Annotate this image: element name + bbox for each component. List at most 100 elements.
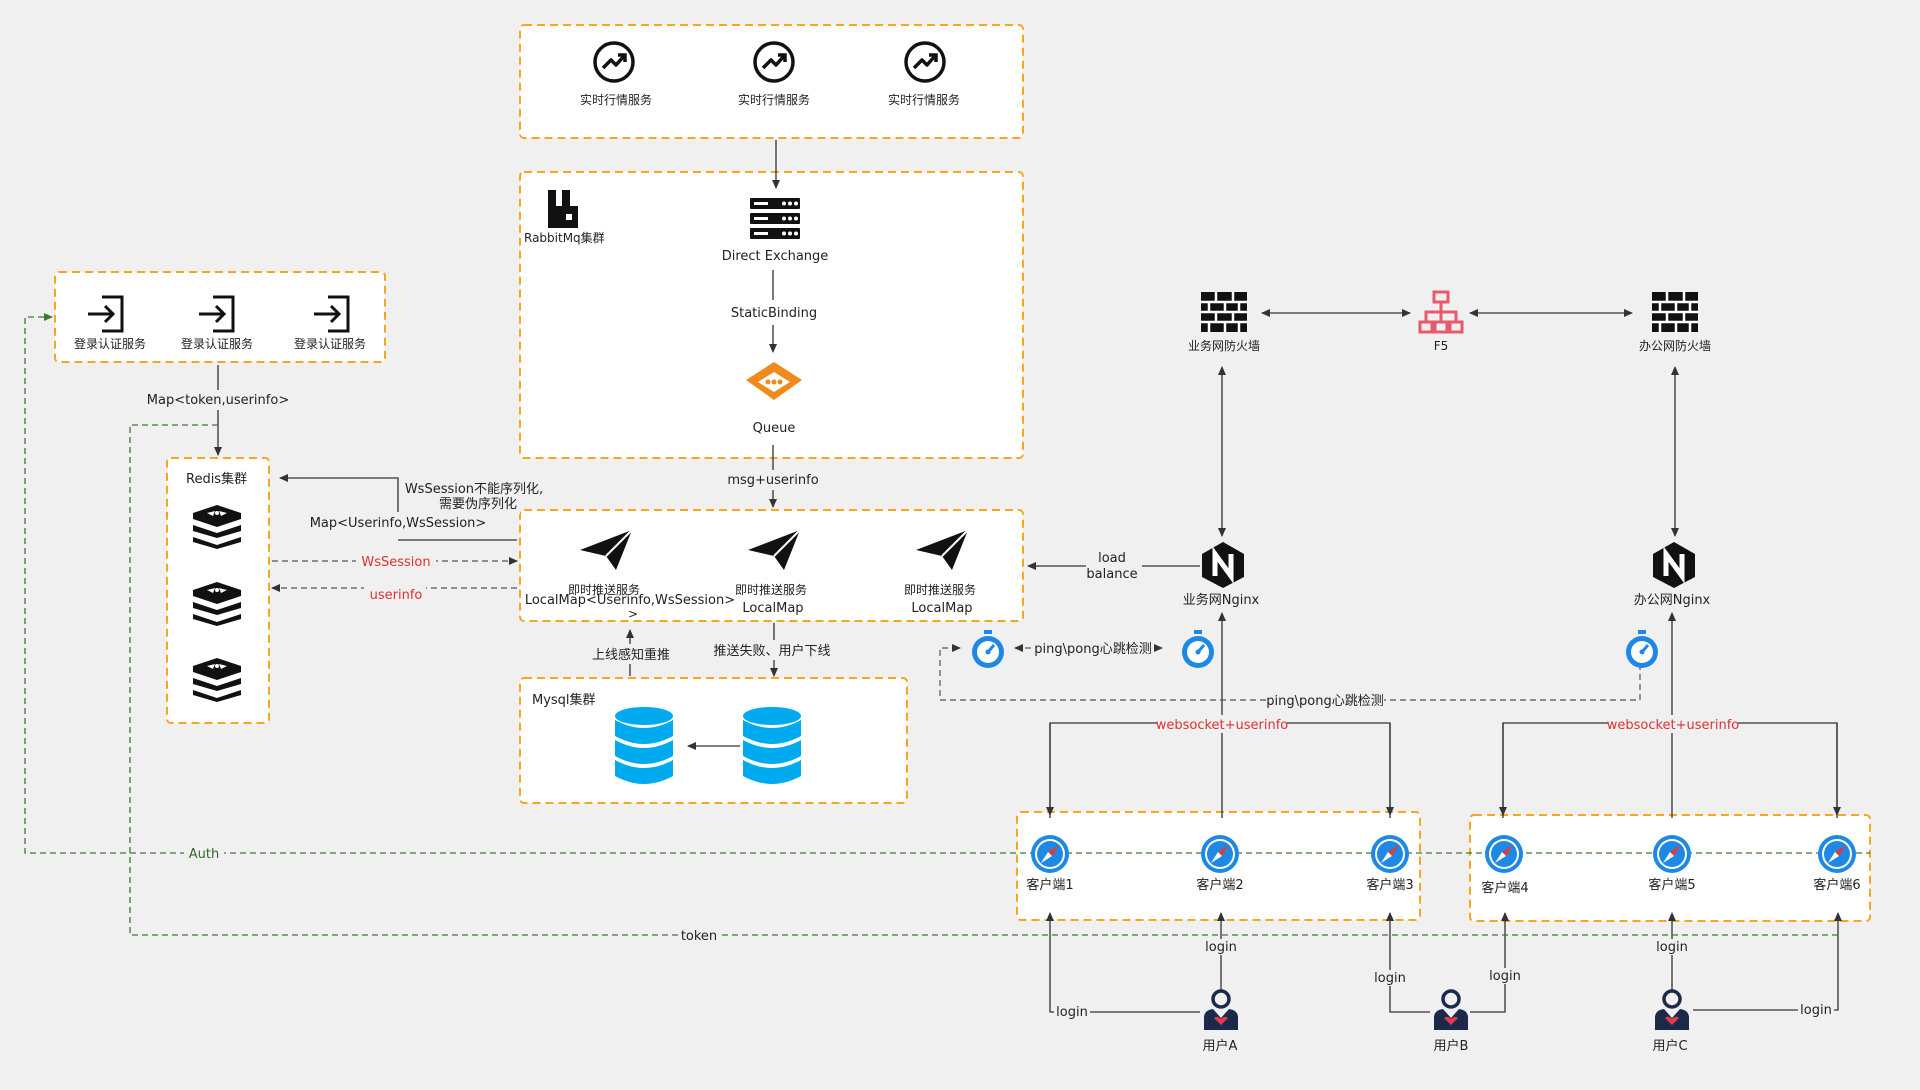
push-service-label: 即时推送服务 <box>568 582 640 597</box>
token-edge <box>129 424 1838 936</box>
push-localmap-overflow: > <box>628 607 638 621</box>
user-icon[interactable] <box>1202 989 1240 1032</box>
load-balance-label-1: load <box>1098 551 1126 566</box>
firewall-icon <box>1652 292 1698 332</box>
browser-icon[interactable] <box>1653 835 1691 873</box>
login-bg <box>1654 939 1690 955</box>
stopwatch-icon <box>1180 630 1216 670</box>
userinfo-bg <box>364 586 426 604</box>
user-icon[interactable] <box>1653 989 1691 1032</box>
client-label: 客户端4 <box>1481 880 1528 896</box>
login-label: login <box>1656 940 1688 955</box>
market-service-label: 实时行情服务 <box>888 92 960 107</box>
ws-business-edge <box>1049 722 1391 818</box>
ping-label-2: ping\pong心跳检测 <box>1266 694 1383 709</box>
nginx-office-label: 办公网Nginx <box>1634 593 1711 608</box>
user-label: 用户C <box>1652 1038 1687 1054</box>
push-localmap-label: LocalMap <box>742 601 803 616</box>
browser-icon[interactable] <box>1818 835 1856 873</box>
binding-label-bg <box>730 302 818 322</box>
user-label: 用户B <box>1434 1038 1469 1054</box>
user-icon[interactable] <box>1432 989 1470 1032</box>
ws-note-1: WsSession不能序列化, <box>405 482 543 497</box>
userA-login-client1 <box>1046 912 1200 1013</box>
offline-bg <box>712 640 832 660</box>
msg-label: msg+userinfo <box>727 473 818 488</box>
f5-label: F5 <box>1434 339 1449 353</box>
login-label: login <box>1489 969 1521 984</box>
auth-service-label: 登录认证服务 <box>74 336 146 351</box>
browser-icon[interactable] <box>1201 835 1239 873</box>
client-label: 客户端6 <box>1813 877 1860 893</box>
ws1-bg <box>1157 715 1287 733</box>
stopwatch-icon <box>1624 630 1660 670</box>
nginx-icon <box>1653 542 1695 588</box>
fw-office-label: 办公网防火墙 <box>1639 338 1711 353</box>
ping1-bg <box>1034 640 1152 658</box>
map-userinfo-bg <box>314 512 484 532</box>
client-label: 客户端3 <box>1366 877 1413 893</box>
auth-edge <box>24 313 1036 854</box>
browser-icon[interactable] <box>1485 835 1523 873</box>
online-repush-label: 上线感知重推 <box>592 647 670 663</box>
load-balance-bg <box>1086 548 1142 584</box>
map-userinfo-label: Map<Userinfo,WsSession> <box>310 516 487 531</box>
push-localmap-label: LocalMap <box>911 601 972 616</box>
client-label: 客户端5 <box>1648 877 1695 893</box>
ws-note-bg <box>400 480 520 514</box>
ping2-bg <box>1266 692 1384 710</box>
wssession-label: WsSession <box>361 555 430 570</box>
market-service-label: 实时行情服务 <box>738 92 810 107</box>
ping-edge-2 <box>939 644 1641 701</box>
login-bg <box>1203 939 1239 955</box>
mysql-title: Mysql集群 <box>532 692 596 708</box>
offline-label: 推送失败、用户下线 <box>713 643 830 659</box>
market-service-label: 实时行情服务 <box>580 92 652 107</box>
ws-office-edge <box>1502 722 1838 818</box>
wssession-bg <box>356 553 436 571</box>
userB-login-client4 <box>1470 912 1509 1013</box>
push-service-label: 即时推送服务 <box>904 582 976 597</box>
push-group <box>519 509 1024 622</box>
load-balance-label-2: balance <box>1086 567 1137 582</box>
login-bg <box>1054 1004 1090 1020</box>
auth-edge-label: Auth <box>189 847 219 862</box>
binding-label: StaticBinding <box>731 306 817 321</box>
userinfo-label: userinfo <box>370 588 423 603</box>
nginx-business-label: 业务网Nginx <box>1183 592 1260 608</box>
rabbitmq-cluster-label: RabbitMq集群 <box>524 230 605 245</box>
auth-map-label: Map<token,userinfo> <box>147 393 289 408</box>
client-label: 客户端2 <box>1196 877 1243 893</box>
f5-network-icon <box>1418 290 1464 334</box>
auth-service-label: 登录认证服务 <box>181 336 253 351</box>
ping-label-1: ping\pong心跳检测 <box>1034 642 1151 657</box>
token-edge-label: token <box>681 929 717 944</box>
firewall-icon <box>1201 292 1247 332</box>
client-label: 客户端1 <box>1026 877 1073 893</box>
browser-icon[interactable] <box>1031 835 1069 873</box>
ws-note-2: 需要伪序列化 <box>439 497 517 512</box>
login-bg <box>1372 970 1408 986</box>
auth-service-label: 登录认证服务 <box>294 336 366 351</box>
userB-login-client3 <box>1386 912 1430 1013</box>
user-label: 用户A <box>1203 1038 1238 1054</box>
push-service-label: 即时推送服务 <box>735 582 807 597</box>
login-label: login <box>1374 971 1406 986</box>
auth-map-bg <box>150 390 286 410</box>
browser-icon[interactable] <box>1371 835 1409 873</box>
login-label: login <box>1205 940 1237 955</box>
login-label: login <box>1800 1003 1832 1018</box>
nginx-icon <box>1202 542 1244 588</box>
websocket-label-1: websocket+userinfo <box>1156 718 1289 733</box>
stopwatch-icon <box>970 630 1006 670</box>
websocket-label-2: websocket+userinfo <box>1607 718 1740 733</box>
queue-label: Queue <box>753 421 796 436</box>
ws2-bg <box>1608 715 1738 733</box>
redis-title: Redis集群 <box>186 471 247 487</box>
auth-label-bg <box>184 846 224 862</box>
msg-label-bg <box>728 470 818 490</box>
login-bg <box>1798 1002 1834 1018</box>
exchange-server-icon <box>750 198 800 239</box>
token-label-bg <box>678 927 720 943</box>
